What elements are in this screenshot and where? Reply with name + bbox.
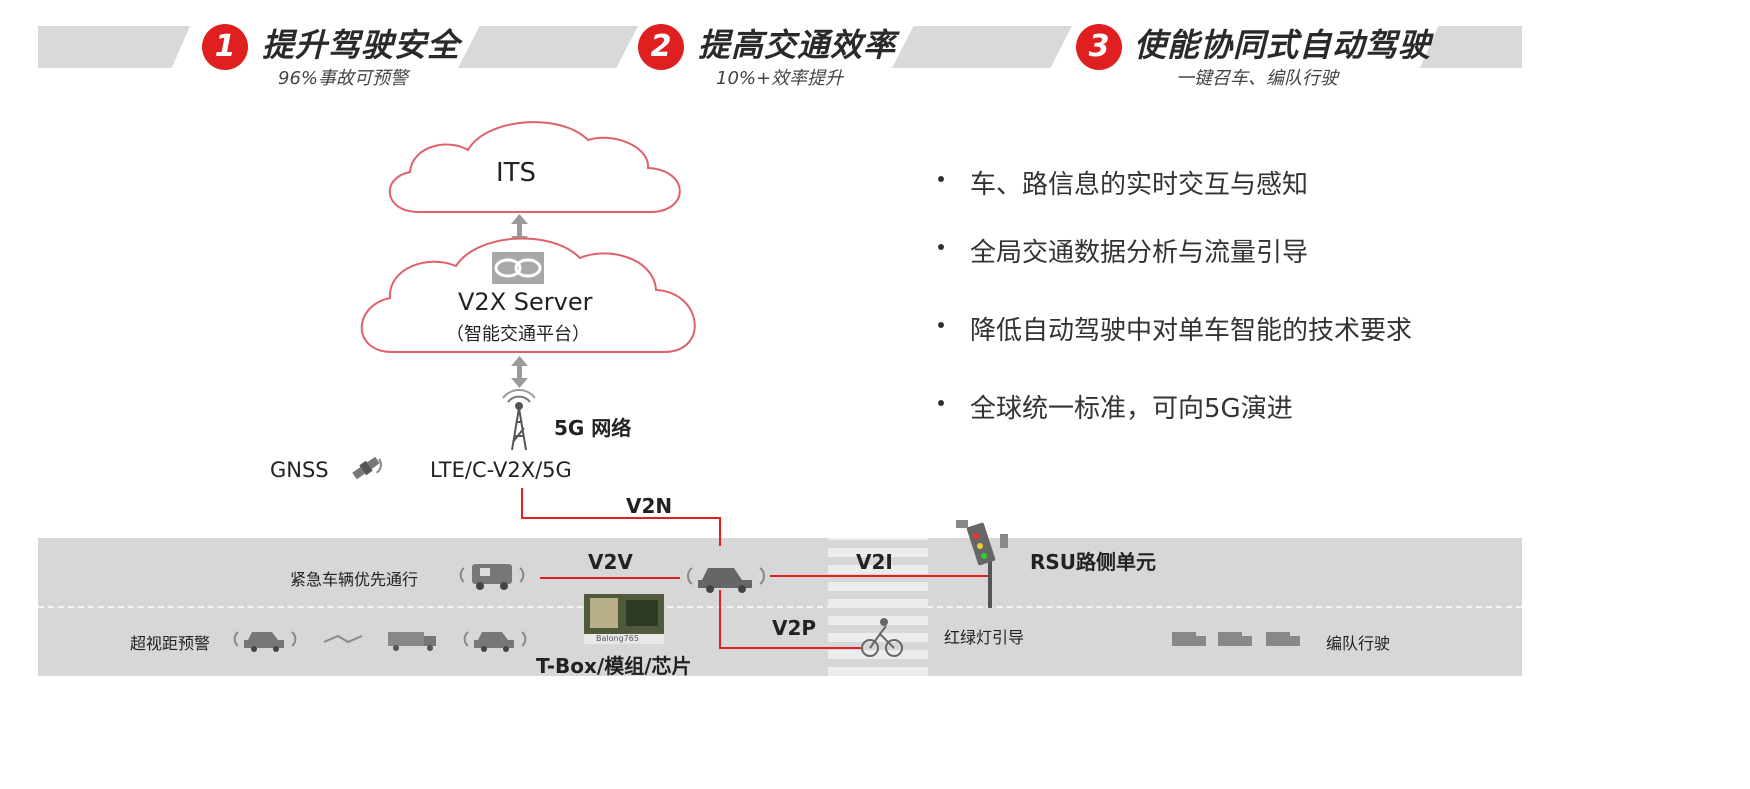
- v2i-label: V2I: [856, 550, 893, 574]
- crosswalk: [828, 538, 928, 676]
- benefit-text: 全球统一标准，可向5G演进: [970, 394, 1293, 424]
- connected-car-icon: [687, 567, 765, 593]
- bullet-dot: [938, 176, 944, 182]
- v2n-label: V2N: [626, 494, 673, 518]
- benefit-text: 车、路信息的实时交互与感知: [970, 170, 1309, 200]
- rsu-label: RSU路侧单元: [1030, 550, 1157, 574]
- gnss-label: GNSS: [270, 458, 329, 482]
- benefit-text: 降低自动驾驶中对单车智能的技术要求: [970, 316, 1413, 346]
- chip-icon: [584, 594, 664, 644]
- v2n-link: [521, 488, 721, 546]
- goal-1-subtitle: 96%事故可预警: [278, 68, 409, 89]
- goal-1-title: 提升驾驶安全: [262, 26, 461, 64]
- truck-icon: [388, 632, 436, 651]
- skid-mark-icon: [323, 634, 363, 644]
- beyond-sight-car-1-icon: [233, 631, 297, 652]
- lane-divider: [38, 606, 1522, 608]
- bicycle-icon: [861, 618, 903, 657]
- its-label: ITS: [496, 158, 537, 188]
- v2v-label: V2V: [588, 550, 633, 574]
- ambulance-icon: [459, 564, 525, 590]
- traffic-light-label: 红绿灯引导: [944, 628, 1025, 647]
- chip-label: Balong765: [596, 634, 639, 643]
- goal-2-title: 提高交通效率: [698, 26, 897, 64]
- tower-icon: [502, 389, 536, 451]
- goal-2-number: 2: [638, 24, 684, 70]
- radio-label: LTE/C-V2X/5G: [430, 458, 572, 482]
- beyond-sight-label: 超视距预警: [130, 634, 211, 653]
- bullet-dot: [938, 322, 944, 328]
- server-cloud: [360, 237, 696, 353]
- satellite-icon: [352, 456, 382, 480]
- network-label: 5G 网络: [554, 416, 632, 440]
- beyond-sight-car-2-icon: [463, 631, 527, 652]
- goal-3-number: 3: [1076, 24, 1122, 70]
- its-cloud: [389, 121, 681, 213]
- goal-3-title: 使能协同式自动驾驶: [1134, 26, 1432, 64]
- header-band-mid-2: [892, 26, 1072, 68]
- server-sublabel: （智能交通平台）: [446, 324, 590, 345]
- architecture-diagram: [233, 121, 1300, 657]
- header-band-mid-1: [458, 26, 638, 68]
- tbox-label: T-Box/模组/芯片: [536, 654, 692, 678]
- bullet-dot: [938, 400, 944, 406]
- header-band-right: [1420, 26, 1522, 68]
- emergency-label: 紧急车辆优先通行: [290, 570, 419, 589]
- v2p-label: V2P: [772, 616, 817, 640]
- platoon-label: 编队行驶: [1326, 634, 1391, 653]
- header-band-left: [38, 26, 190, 68]
- benefit-text: 全局交通数据分析与流量引导: [970, 238, 1309, 268]
- v2p-link: [719, 590, 862, 649]
- server-label: V2X Server: [458, 288, 593, 316]
- goal-3-subtitle: 一键召车、编队行驶: [1176, 68, 1338, 89]
- double-arrow-server-tower: [511, 356, 528, 388]
- platoon-trucks-icon: [1172, 632, 1300, 646]
- goal-2-subtitle: 10%+效率提升: [716, 68, 844, 89]
- rsu-pole-icon: [956, 520, 1008, 608]
- server-logo-icon: [492, 252, 544, 284]
- bullet-dot: [938, 244, 944, 250]
- goal-1-number: 1: [202, 24, 248, 70]
